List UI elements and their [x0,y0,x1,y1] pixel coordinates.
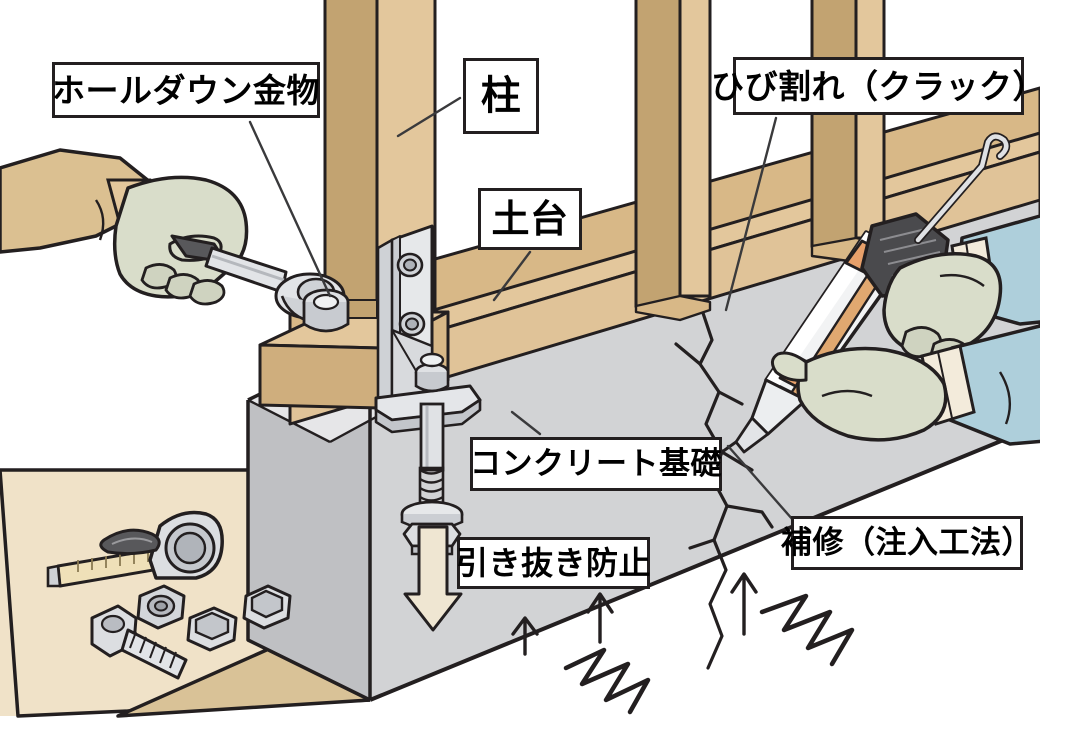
leader-lines [248,96,802,530]
label-concrete-foundation: コンクリート基礎 [470,437,722,491]
ground-zigzags [563,593,855,715]
loose-nut-1 [136,584,186,630]
right-margin [1040,0,1080,743]
pullout-down-arrow [403,525,463,632]
tape-measure [46,510,224,588]
holddown-top-nut [414,352,450,393]
label-holddown: ホールダウン金物 [52,62,320,118]
label-repair-injection: 補修（注入工法） [781,516,1033,570]
worker-left [0,148,350,333]
post-right [810,0,886,248]
label-pillar: 柱 [463,58,539,134]
loose-bolt [90,604,188,680]
loose-nut-2 [186,606,238,652]
ground-up-arrows [511,572,758,656]
label-sill: 土台 [478,188,582,250]
label-pullout-prevention: 引き抜き防止 [456,537,651,589]
loose-nut-3 [242,584,292,630]
post-middle [634,0,712,308]
label-crack: ひび割れ（クラック） [711,57,1046,115]
